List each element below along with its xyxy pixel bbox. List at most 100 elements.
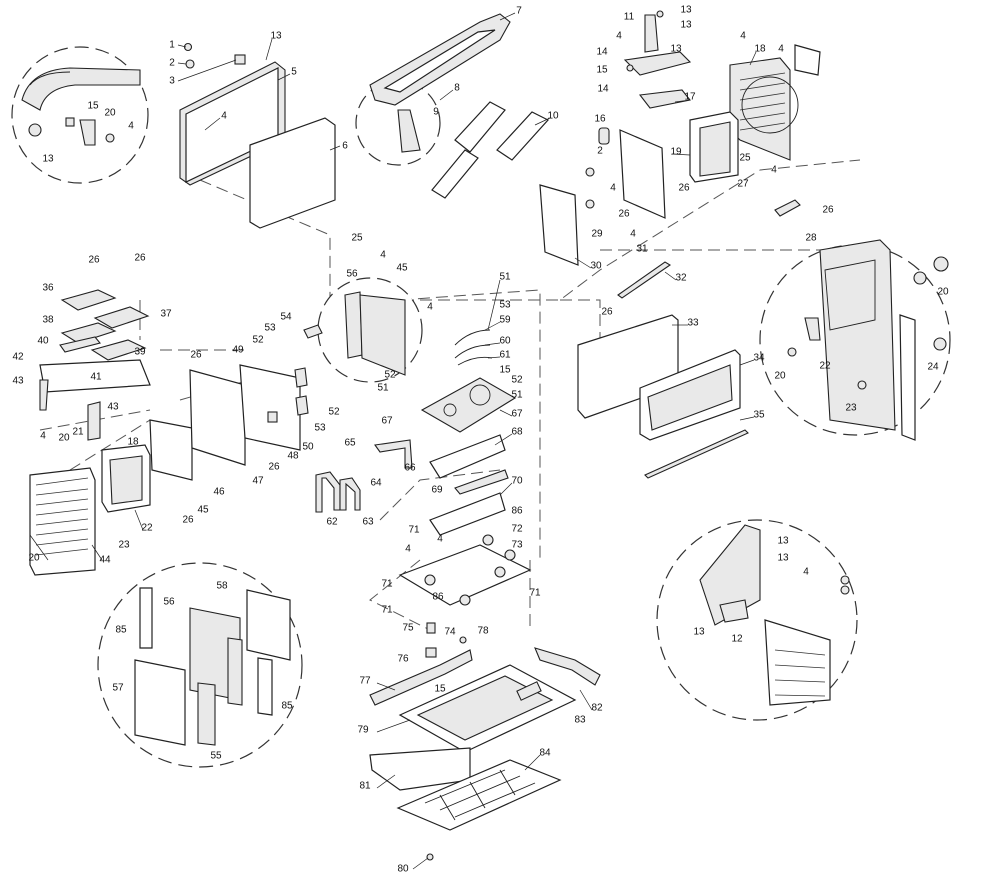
callout-c26c: 26 <box>822 205 834 216</box>
callout-c21: 21 <box>72 427 84 438</box>
callout-c56b: 56 <box>163 597 175 608</box>
callout-c22b: 22 <box>819 361 831 372</box>
callout-c79: 79 <box>357 725 369 736</box>
callout-c20b: 20 <box>28 553 40 564</box>
callout-c26h: 26 <box>88 255 100 266</box>
flap-assembly-36-43 <box>39 289 151 441</box>
callout-c4l: 4 <box>40 431 46 442</box>
callout-c31: 31 <box>636 244 648 255</box>
callout-c4k: 4 <box>437 534 443 545</box>
callout-c33: 33 <box>687 318 699 329</box>
callout-c32: 32 <box>675 273 687 284</box>
trim-pieces-77-82 <box>369 647 601 706</box>
callout-c23b: 23 <box>845 403 857 414</box>
callout-c67b: 67 <box>381 416 393 427</box>
callout-c73: 73 <box>511 540 523 551</box>
assembly-guide-lines <box>39 159 861 631</box>
callout-c43a: 43 <box>12 376 24 387</box>
callout-c4h: 4 <box>380 250 386 261</box>
callout-c13h: 13 <box>693 627 705 638</box>
callout-c49: 49 <box>232 345 244 356</box>
callout-c52b: 52 <box>384 370 396 381</box>
cable-and-plate-59-67 <box>420 329 517 433</box>
callout-c77: 77 <box>359 676 371 687</box>
callout-c13g: 13 <box>777 553 789 564</box>
fastener-items-74-78 <box>425 622 467 658</box>
callout-c75: 75 <box>402 623 414 634</box>
callout-c20e: 20 <box>774 371 786 382</box>
front-grill-panel-44 <box>29 444 151 576</box>
callout-c2: 2 <box>169 58 175 69</box>
callout-c37: 37 <box>160 309 172 320</box>
callout-c71b: 71 <box>381 579 393 590</box>
callout-c42: 42 <box>12 352 24 363</box>
callout-c34: 34 <box>753 353 765 364</box>
callout-c4j: 4 <box>405 544 411 555</box>
detail-circle-top-left <box>11 46 149 184</box>
callout-c14a: 14 <box>596 47 608 58</box>
detail-circle-lower-left <box>97 562 303 768</box>
callout-c18b: 18 <box>127 437 139 448</box>
callout-c4f: 4 <box>771 165 777 176</box>
callout-c81: 81 <box>359 781 371 792</box>
callout-c71c: 71 <box>381 605 393 616</box>
callout-c84: 84 <box>539 748 551 759</box>
callout-c13a: 13 <box>270 31 282 42</box>
callout-c11: 11 <box>624 12 635 23</box>
callout-c13f: 13 <box>777 536 789 547</box>
panel-assembly-5-6 <box>179 42 336 229</box>
callout-c62: 62 <box>326 517 338 528</box>
callout-c69: 69 <box>431 485 443 496</box>
callout-c16: 16 <box>594 114 606 125</box>
callout-c6: 6 <box>342 141 348 152</box>
callout-c4e: 4 <box>610 183 616 194</box>
bracket-items-62-66 <box>315 439 413 513</box>
callout-c51c: 51 <box>377 383 389 394</box>
callout-c12: 12 <box>731 634 743 645</box>
callout-c9: 9 <box>433 107 439 118</box>
panel-assembly-33-35 <box>577 261 749 479</box>
callout-c67a: 67 <box>511 409 523 420</box>
callout-c86a: 86 <box>511 506 523 517</box>
callout-c14b: 14 <box>597 84 609 95</box>
callout-c71a: 71 <box>408 525 420 536</box>
callout-c15c: 15 <box>434 684 446 695</box>
callout-c74: 74 <box>444 627 456 638</box>
callout-c38: 38 <box>42 315 54 326</box>
callout-c76: 76 <box>397 654 409 665</box>
callout-c43b: 43 <box>107 402 119 413</box>
callout-c4d: 4 <box>778 44 784 55</box>
callout-c58: 58 <box>216 581 228 592</box>
callout-c26i: 26 <box>134 253 146 264</box>
callout-c13b: 13 <box>680 5 692 16</box>
callout-c26b: 26 <box>618 209 630 220</box>
callout-c20c: 20 <box>104 108 116 119</box>
frame-assembly-7 <box>355 13 549 199</box>
callout-c4a: 4 <box>221 111 227 122</box>
callout-c65: 65 <box>344 438 356 449</box>
callout-c54: 54 <box>280 312 292 323</box>
callout-c26e: 26 <box>190 350 202 361</box>
detail-circle-right <box>759 239 951 441</box>
callout-c26f: 26 <box>268 462 280 473</box>
skirt-81 <box>369 747 471 791</box>
side-panel-assembly-18 <box>689 44 821 183</box>
callout-c55: 55 <box>210 751 222 762</box>
callout-c24: 24 <box>927 362 939 373</box>
callout-c35: 35 <box>753 410 765 421</box>
callout-c53a: 53 <box>499 300 511 311</box>
callout-c3: 3 <box>169 76 175 87</box>
callout-c47: 47 <box>252 476 264 487</box>
callout-c7: 7 <box>516 6 522 17</box>
callout-c20a: 20 <box>58 433 70 444</box>
callout-c20d: 20 <box>937 287 949 298</box>
callout-c15b: 15 <box>499 365 511 376</box>
callout-c18a: 18 <box>754 44 766 55</box>
callout-c8: 8 <box>454 83 460 94</box>
callout-c82: 82 <box>591 703 603 714</box>
callout-c53b: 53 <box>264 323 276 334</box>
callout-c26g: 26 <box>182 515 194 526</box>
callout-c56a: 56 <box>346 269 358 280</box>
callout-c60: 60 <box>499 336 511 347</box>
callout-c4c: 4 <box>740 31 746 42</box>
